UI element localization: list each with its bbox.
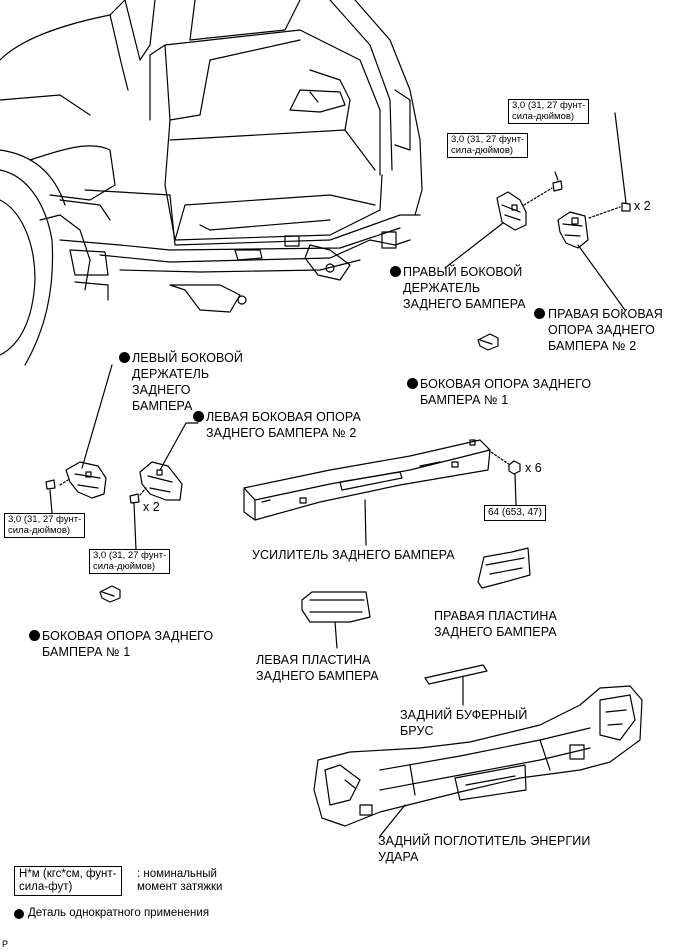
rear-bumper-right-plate-part — [477, 547, 531, 589]
legend-torque-units: Н*м (кгс*см, фунт- сила-фут) — [14, 866, 122, 896]
leader-line — [133, 502, 137, 551]
label-buffer-bar: ЗАДНИЙ БУФЕРНЫЙ БРУС — [400, 708, 528, 738]
bolt-icon — [621, 202, 631, 212]
leader-line — [49, 489, 53, 514]
dashed-guide — [523, 187, 553, 206]
right-side-support-2-part — [557, 211, 589, 249]
label-reinforcement: УСИЛИТЕЛЬ ЗАДНЕГО БАМПЕРА — [252, 548, 455, 562]
left-side-support-2-part — [139, 461, 183, 501]
leader-line — [514, 473, 517, 506]
label-left-side-holder: ЛЕВЫЙ БОКОВОЙ ДЕРЖАТЕЛЬ ЗАДНЕГО БАМПЕРА — [132, 351, 243, 413]
quantity-top-right: x 2 — [634, 199, 651, 213]
nut-icon — [508, 460, 521, 475]
torque-spec-left-holder: 3,0 (31, 27 фунт- сила-дюймов) — [4, 513, 86, 538]
quantity-nuts: x 6 — [525, 461, 542, 475]
vehicle-rear-illustration — [0, 0, 423, 366]
bolt-icon — [552, 180, 563, 192]
single-use-marker — [534, 308, 545, 319]
label-right-plate: ПРАВАЯ ПЛАСТИНА ЗАДНЕГО БАМПЕРА — [434, 609, 557, 639]
right-side-holder-part — [496, 191, 527, 231]
bolt-icon — [45, 479, 56, 490]
rear-bumper-reinforcement-part — [243, 439, 491, 521]
torque-spec-left-support: 3,0 (31, 27 фунт- сила-дюймов) — [89, 549, 171, 574]
leader-line — [554, 171, 559, 181]
dashed-guide — [59, 479, 69, 486]
label-left-plate: ЛЕВАЯ ПЛАСТИНА ЗАДНЕГО БАМПЕРА — [256, 653, 379, 683]
legend-single-use: Деталь однократного применения — [28, 907, 210, 919]
single-use-marker — [193, 411, 204, 422]
single-use-marker — [29, 630, 40, 641]
torque-spec-reinforcement: 64 (653, 47) — [484, 505, 546, 521]
leader-line — [379, 804, 406, 837]
left-side-support-1-part — [99, 585, 121, 603]
label-right-side-holder: ПРАВЫЙ БОКОВОЙ ДЕРЖАТЕЛЬ ЗАДНЕГО БАМПЕРА — [403, 265, 526, 311]
torque-spec-top-mid: 3,0 (31, 27 фунт- сила-дюймов) — [447, 133, 529, 158]
label-left-side-support-1: БОКОВАЯ ОПОРА ЗАДНЕГО БАМПЕРА № 1 — [42, 629, 214, 659]
leader-line — [81, 364, 113, 469]
leader-line — [614, 112, 627, 204]
right-side-support-1-part — [477, 333, 499, 351]
dashed-guide — [139, 487, 147, 496]
rear-bumper-left-plate-part — [301, 591, 371, 623]
rear-buffer-bar-part — [424, 664, 488, 685]
bolt-icon — [129, 493, 140, 504]
single-use-marker — [407, 378, 418, 389]
legend-torque-description: : номинальный момент затяжки — [137, 868, 223, 893]
leader-line — [159, 422, 199, 471]
torque-spec-top-right: 3,0 (31, 27 фунт- сила-дюймов) — [508, 99, 590, 124]
single-use-marker — [390, 266, 401, 277]
left-side-holder-part — [65, 461, 107, 499]
dashed-guide — [588, 206, 621, 219]
figure-code: P — [2, 939, 9, 949]
label-energy-absorber: ЗАДНИЙ ПОГЛОТИТЕЛЬ ЭНЕРГИИ УДАРА — [378, 834, 591, 864]
leader-line — [444, 222, 504, 269]
rear-energy-absorber-part — [313, 685, 643, 827]
leader-line — [577, 244, 626, 311]
label-right-side-support-2: ПРАВАЯ БОКОВАЯ ОПОРА ЗАДНЕГО БАМПЕРА № 2 — [548, 307, 663, 353]
single-use-marker — [119, 352, 130, 363]
quantity-left: x 2 — [143, 500, 160, 514]
label-left-side-support-2: ЛЕВАЯ БОКОВАЯ ОПОРА ЗАДНЕГО БАМПЕРА № 2 — [206, 410, 361, 440]
single-use-legend-marker — [14, 909, 24, 919]
label-right-side-support-1: БОКОВАЯ ОПОРА ЗАДНЕГО БАМПЕРА № 1 — [420, 377, 592, 407]
leader-line — [334, 621, 338, 649]
dashed-guide — [487, 449, 511, 466]
leader-line — [364, 499, 367, 546]
